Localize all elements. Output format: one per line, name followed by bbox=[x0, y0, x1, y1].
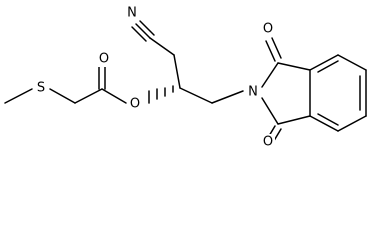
bond-c1-o-double-a bbox=[265, 40, 276, 62]
bonds bbox=[4, 20, 367, 145]
ester-o-label: O bbox=[130, 97, 140, 112]
atom-labels: N O O S N O O bbox=[34, 5, 275, 150]
bond-nitrile-triple-a bbox=[135, 23, 151, 39]
bond-c5-c4 bbox=[337, 115, 367, 132]
bond-c7-c6 bbox=[337, 54, 367, 71]
stereo-hash-bond bbox=[148, 85, 174, 104]
bond-methyl-s bbox=[4, 88, 33, 104]
bond-c1-c7a bbox=[277, 62, 311, 71]
bond-c3-c3a bbox=[277, 115, 311, 125]
nitrile-n-label: N bbox=[127, 6, 137, 21]
bond-ch2-ring-n bbox=[211, 90, 244, 104]
bond-nitrile-triple-c bbox=[139, 20, 155, 36]
imide-o-top-label: O bbox=[263, 22, 273, 37]
bond-chiral-ch2-up bbox=[173, 54, 181, 89]
bond-chiral-ch2-down bbox=[179, 87, 213, 104]
bond-ch2-carbonyl bbox=[74, 88, 103, 104]
ester-carbonyl-o-label: O bbox=[99, 52, 109, 67]
ring-n-label: N bbox=[248, 85, 258, 100]
sulfur-label: S bbox=[37, 81, 45, 96]
bond-n-c3 bbox=[261, 97, 279, 125]
bond-ch2-nitrile-c bbox=[149, 37, 175, 56]
bond-nitrile-triple-b bbox=[131, 26, 147, 42]
bond-n-c1 bbox=[261, 62, 279, 88]
bond-s-ch2 bbox=[49, 88, 76, 104]
bond-c1-o-double-b bbox=[271, 37, 282, 59]
bond-c7a-c7 bbox=[309, 54, 339, 71]
bond-carbonyl-ester-o bbox=[101, 88, 127, 104]
bond-c4-c3a bbox=[309, 115, 339, 132]
imide-o-bottom-label: O bbox=[263, 135, 273, 150]
bond-aromatic-inner-3 bbox=[317, 113, 339, 126]
chemical-structure: N O O S N O O bbox=[4, 5, 367, 150]
bond-aromatic-inner-1 bbox=[317, 60, 339, 73]
